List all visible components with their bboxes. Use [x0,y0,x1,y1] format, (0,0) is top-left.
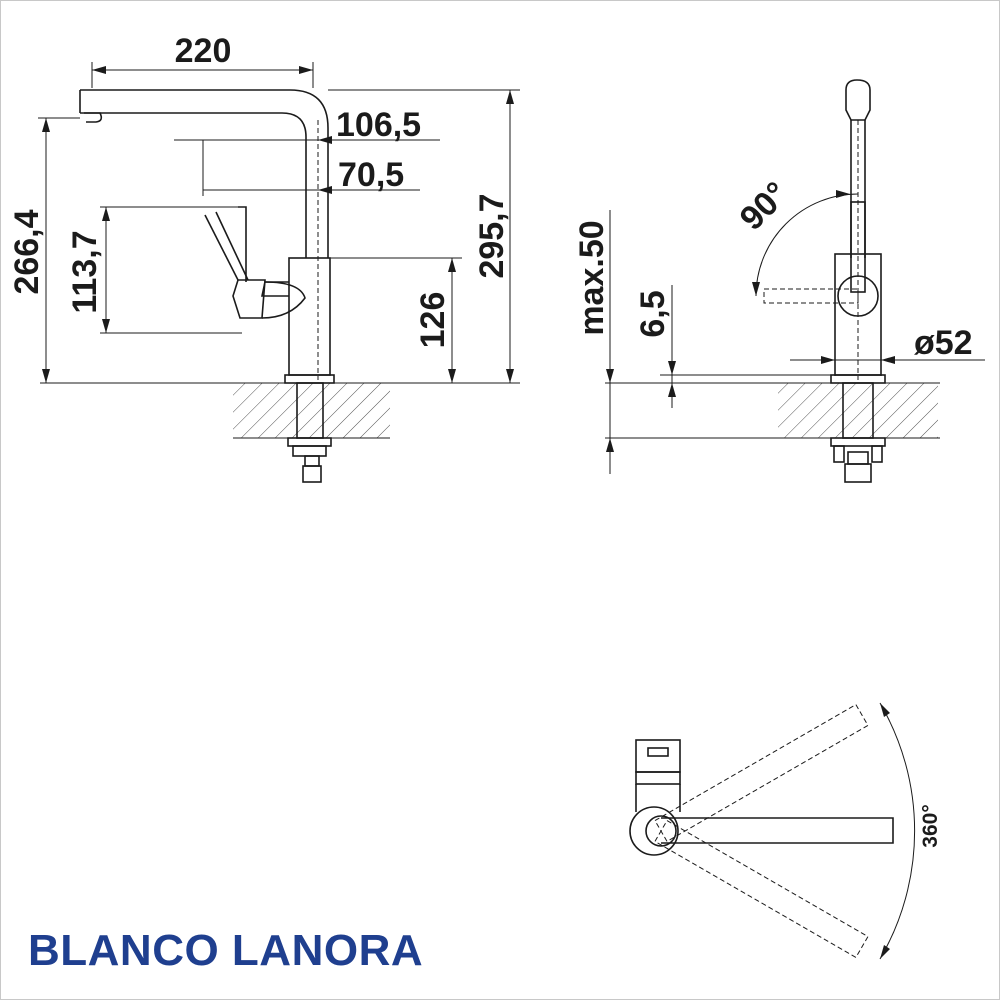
dim-angle-360-label: 360° [919,804,942,847]
side-view: 220 106,5 70,5 295,7 [8,32,520,483]
dim-6-5: 6,5 [634,285,676,408]
dim-220: 220 [91,32,314,88]
dim-diameter-52-label: ø52 [914,324,973,362]
dim-266-4: 266,4 [8,117,80,383]
dim-295-7: 295,7 [328,89,520,383]
dim-266-4-label: 266,4 [8,209,46,294]
dim-113-7: 113,7 [66,206,242,334]
dim-diameter-52: ø52 [790,324,985,376]
dim-70-5-label: 70,5 [338,156,404,194]
countertop-section-right [778,383,938,438]
dim-angle-90-label: 90° [733,175,796,238]
dim-max-50-label: max.50 [573,220,611,335]
faucet-front-outline [763,79,886,483]
dim-max-50: max.50 [573,210,614,474]
faucet-top-outline [629,703,894,959]
dim-106-5: 106,5 [174,106,440,144]
dim-6-5-label: 6,5 [634,290,672,337]
dim-113-7-label: 113,7 [66,230,104,313]
dim-126: 126 [330,257,462,383]
dim-angle-90: 90° [733,175,859,297]
dim-295-7-label: 295,7 [473,193,511,278]
countertop-section-left [233,383,390,438]
dim-70-5: 70,5 [202,140,420,196]
product-title: BLANCO LANORA [28,926,424,975]
dim-126-label: 126 [414,292,452,349]
dim-angle-360: 360° [879,702,942,960]
top-view: 360° [629,702,942,960]
dim-220-label: 220 [175,32,232,70]
dim-106-5-label: 106,5 [336,106,421,144]
faucet-side-outline [79,89,335,483]
front-view: 90° ø52 max.50 6,5 [573,79,985,483]
